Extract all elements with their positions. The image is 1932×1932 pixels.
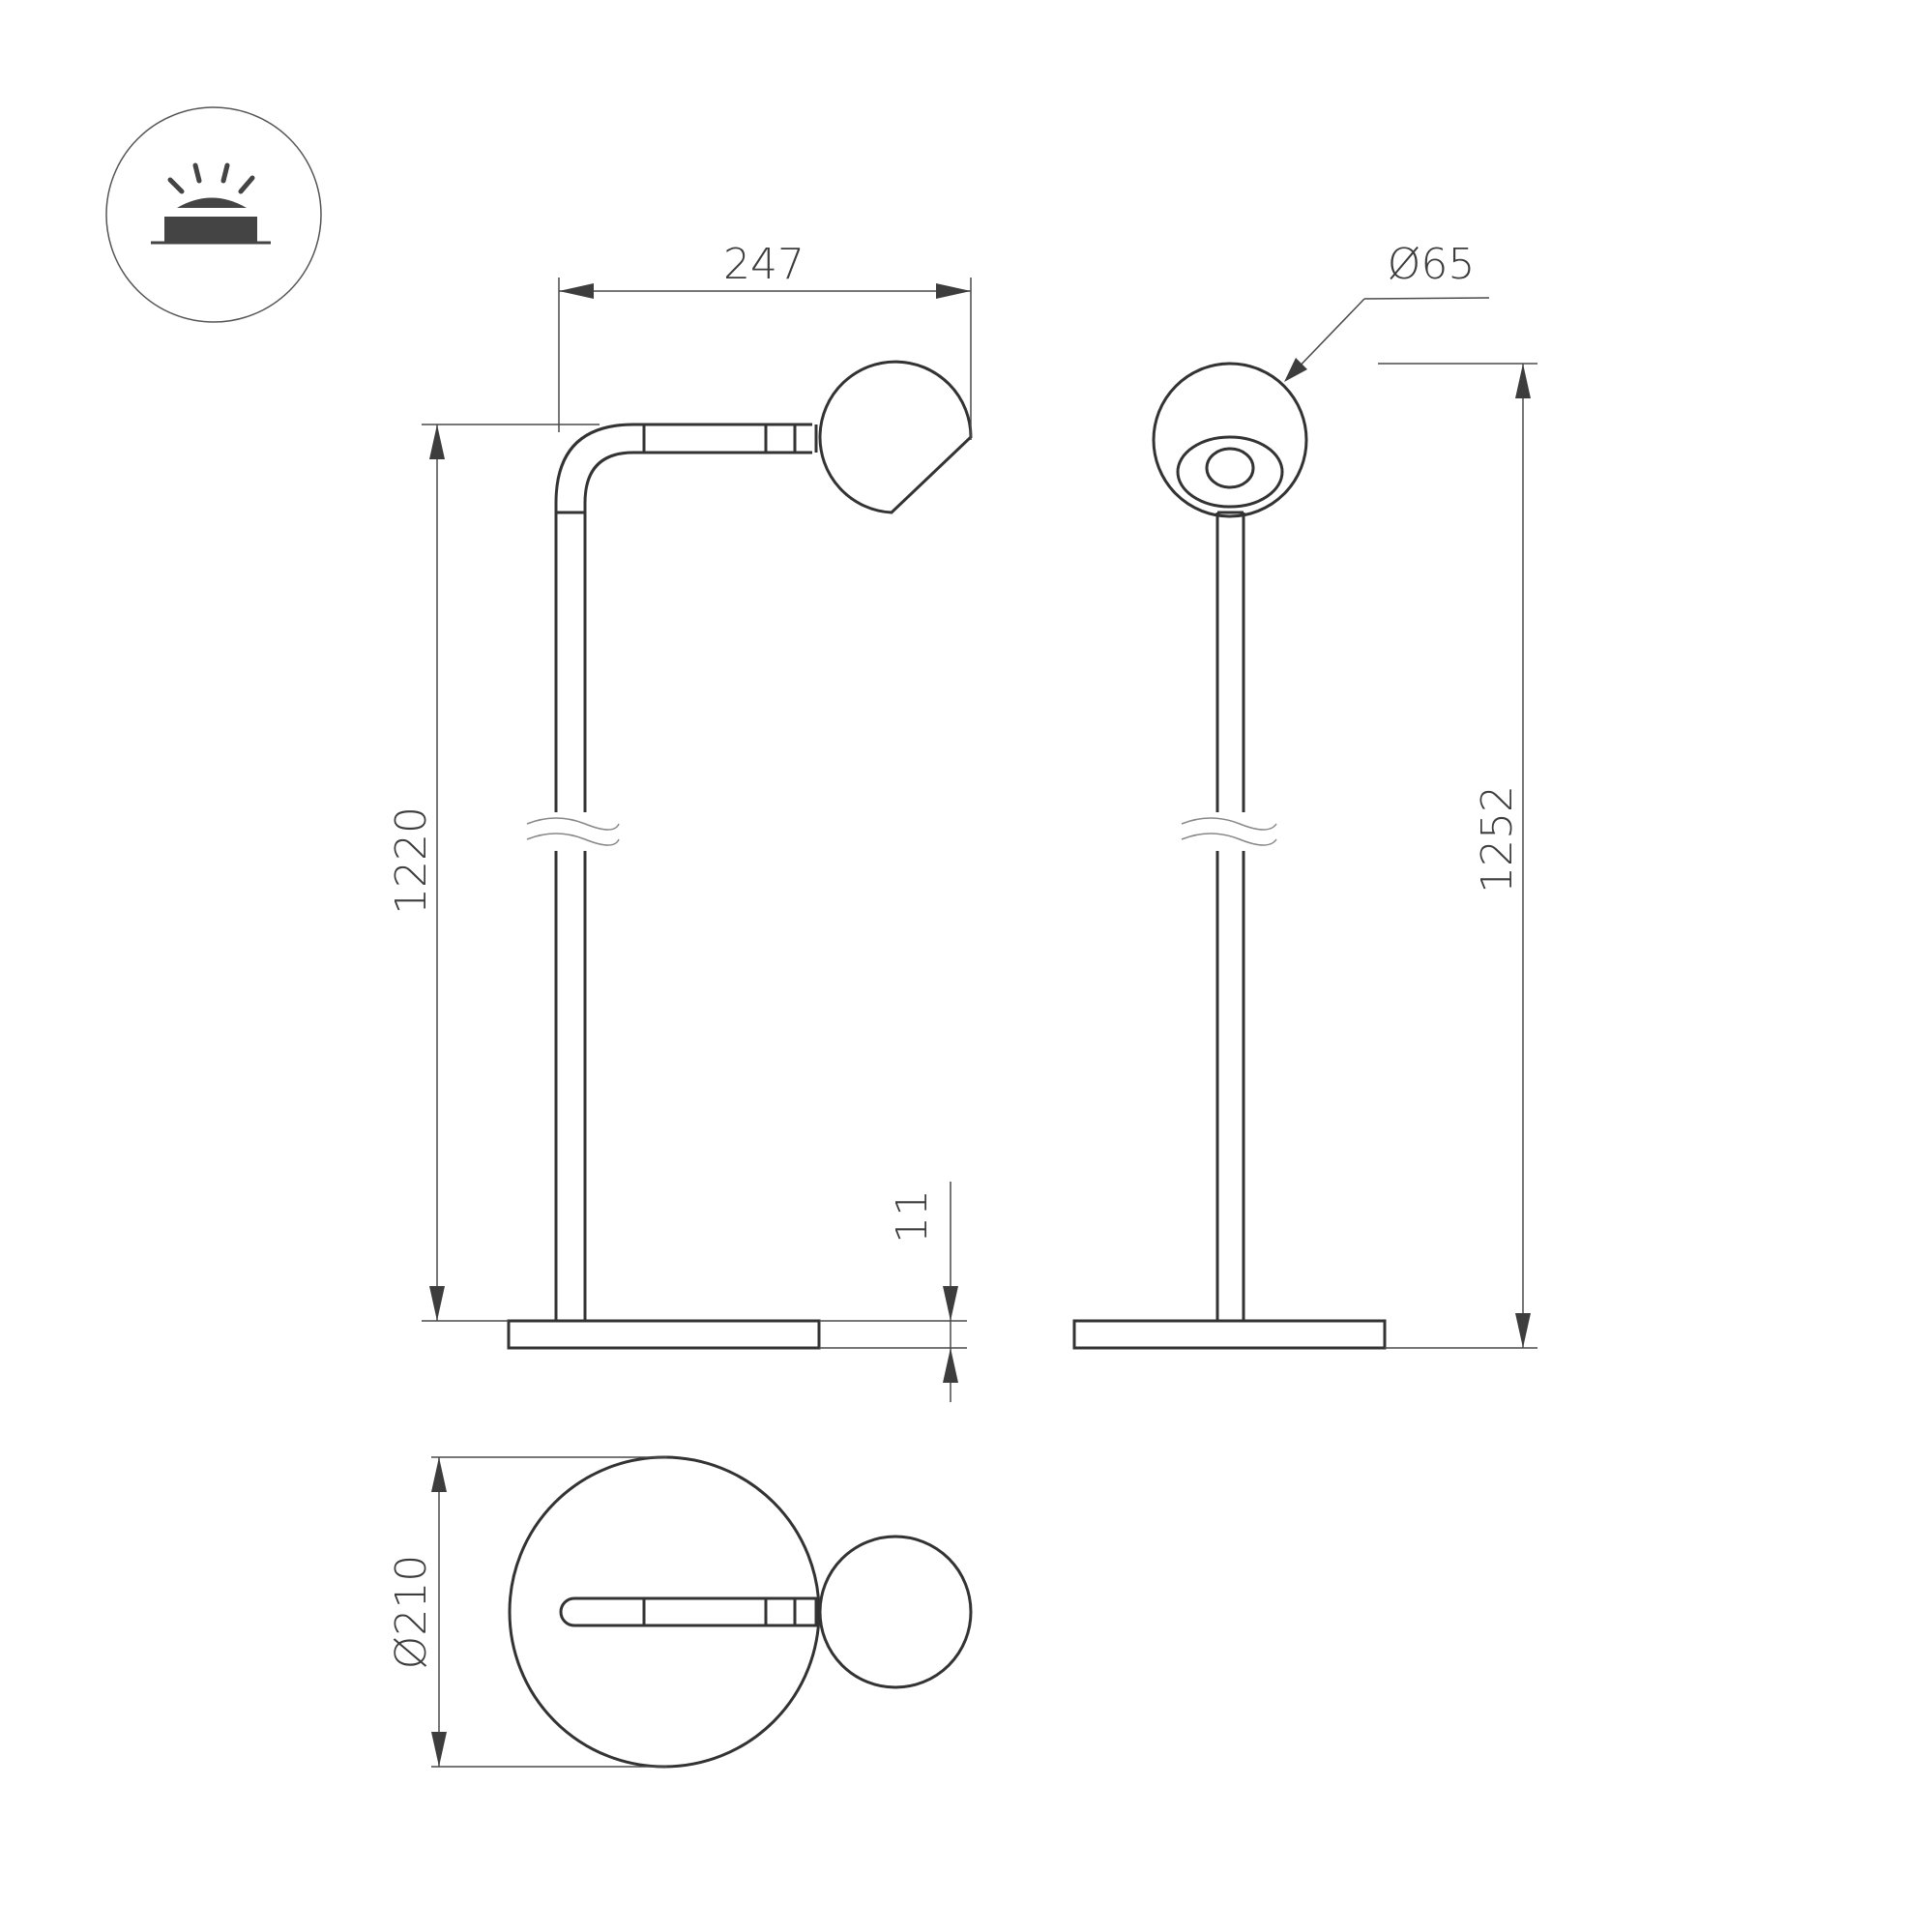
dimension-base-diameter: Ø210 <box>387 1456 667 1768</box>
height-label: 1220 <box>387 806 436 915</box>
dimension-height: 1220 <box>387 424 600 1322</box>
side-view <box>507 360 973 1350</box>
front-view <box>1072 362 1387 1350</box>
dimension-head-diameter: Ø65 <box>1284 240 1490 382</box>
dimension-width: 247 <box>558 240 972 440</box>
dimension-total-height: 1252 <box>1378 363 1537 1349</box>
dimension-base-thickness: 11 <box>819 1182 967 1402</box>
top-view <box>508 1455 973 1769</box>
base-thickness-label: 11 <box>888 1189 937 1244</box>
base-diameter-label: Ø210 <box>387 1555 436 1670</box>
total-height-label: 1252 <box>1473 785 1522 893</box>
head-diameter-label: Ø65 <box>1388 240 1476 289</box>
width-label: 247 <box>723 240 805 289</box>
surface-mount-light-icon <box>105 106 322 323</box>
